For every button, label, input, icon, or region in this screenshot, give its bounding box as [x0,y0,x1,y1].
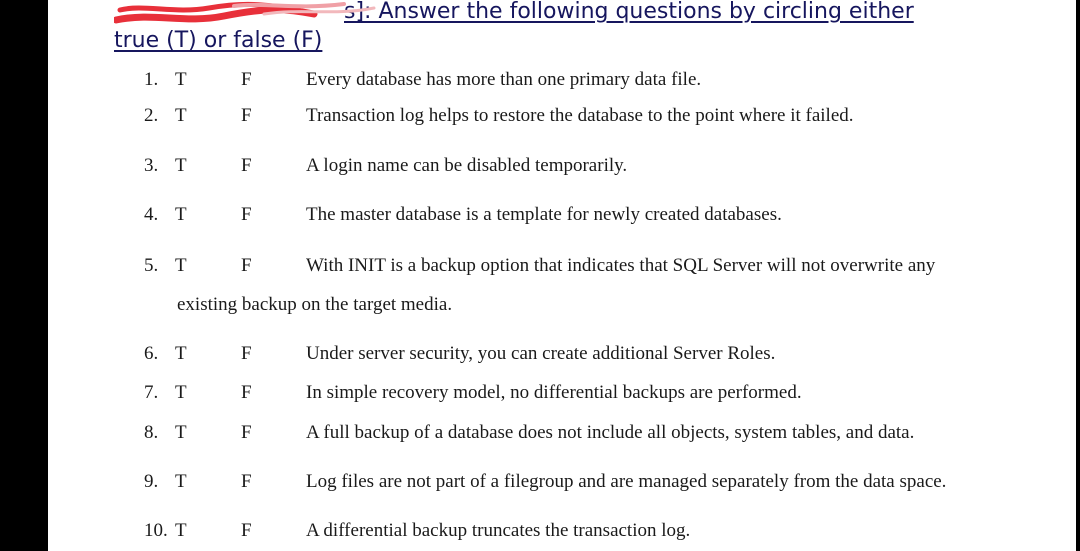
false-option[interactable]: F [241,520,252,541]
heading-line-1: s]: Answer the following questions by ci… [114,0,1054,26]
question-number: 7. [144,382,159,403]
false-option[interactable]: F [241,471,252,492]
true-option[interactable]: T [175,105,187,126]
true-option[interactable]: T [175,155,187,176]
question-number: 1. [144,69,159,90]
question-text: Every database has more than one primary… [306,69,702,90]
true-option[interactable]: T [175,343,187,364]
question-text: With INIT is a backup option that indica… [306,255,936,276]
question-row-4: 4. T F The master database is a template… [48,202,1076,228]
question-text: A differential backup truncates the tran… [306,520,691,541]
heading-line-1-text: s]: Answer the following questions by ci… [344,0,914,24]
question-number: 3. [144,155,159,176]
question-row-8: 8. T F A full backup of a database does … [48,420,1076,446]
true-option[interactable]: T [175,204,187,225]
false-option[interactable]: F [241,155,252,176]
question-text: A login name can be disabled temporarily… [306,155,628,176]
false-option[interactable]: F [241,105,252,126]
question-number: 9. [144,471,159,492]
document-page: s]: Answer the following questions by ci… [48,0,1076,551]
true-option[interactable]: T [175,69,187,90]
question-text: Transaction log helps to restore the dat… [306,105,854,126]
false-option[interactable]: F [241,382,252,403]
red-scribble-redaction [114,0,414,26]
question-row-3: 3. T F A login name can be disabled temp… [48,153,1076,179]
question-row-5: 5. T F With INIT is a backup option that… [48,253,1076,279]
right-black-edge [1076,0,1080,551]
question-row-2: 2. T F Transaction log helps to restore … [48,103,1076,129]
heading-line-2: true (T) or false (F) [114,28,323,53]
question-number: 10. [144,520,168,541]
question-text: Under server security, you can create ad… [306,343,776,364]
true-option[interactable]: T [175,382,187,403]
question-row-9: 9. T F Log files are not part of a fileg… [48,469,1076,495]
true-option[interactable]: T [175,422,187,443]
instructions-heading: s]: Answer the following questions by ci… [114,0,1054,55]
question-number: 5. [144,255,159,276]
false-option[interactable]: F [241,255,252,276]
false-option[interactable]: F [241,69,252,90]
true-option[interactable]: T [175,255,187,276]
question-text: In simple recovery model, no differentia… [306,382,802,403]
true-option[interactable]: T [175,471,187,492]
question-row-10: 10. T F A differential backup truncates … [48,518,1076,544]
question-row-7: 7. T F In simple recovery model, no diff… [48,380,1076,406]
true-option[interactable]: T [175,520,187,541]
question-number: 4. [144,204,159,225]
question-number: 6. [144,343,159,364]
false-option[interactable]: F [241,204,252,225]
false-option[interactable]: F [241,343,252,364]
question-number: 2. [144,105,159,126]
question-text: Log files are not part of a filegroup an… [306,471,947,492]
false-option[interactable]: F [241,422,252,443]
question-row-6: 6. T F Under server security, you can cr… [48,341,1076,367]
question-row-1: 1. T F Every database has more than one … [48,67,1076,93]
question-number: 8. [144,422,159,443]
question-5-continuation: existing backup on the target media. [177,294,453,315]
question-text: The master database is a template for ne… [306,204,782,225]
left-black-edge [0,0,48,551]
question-text: A full backup of a database does not inc… [306,422,915,443]
